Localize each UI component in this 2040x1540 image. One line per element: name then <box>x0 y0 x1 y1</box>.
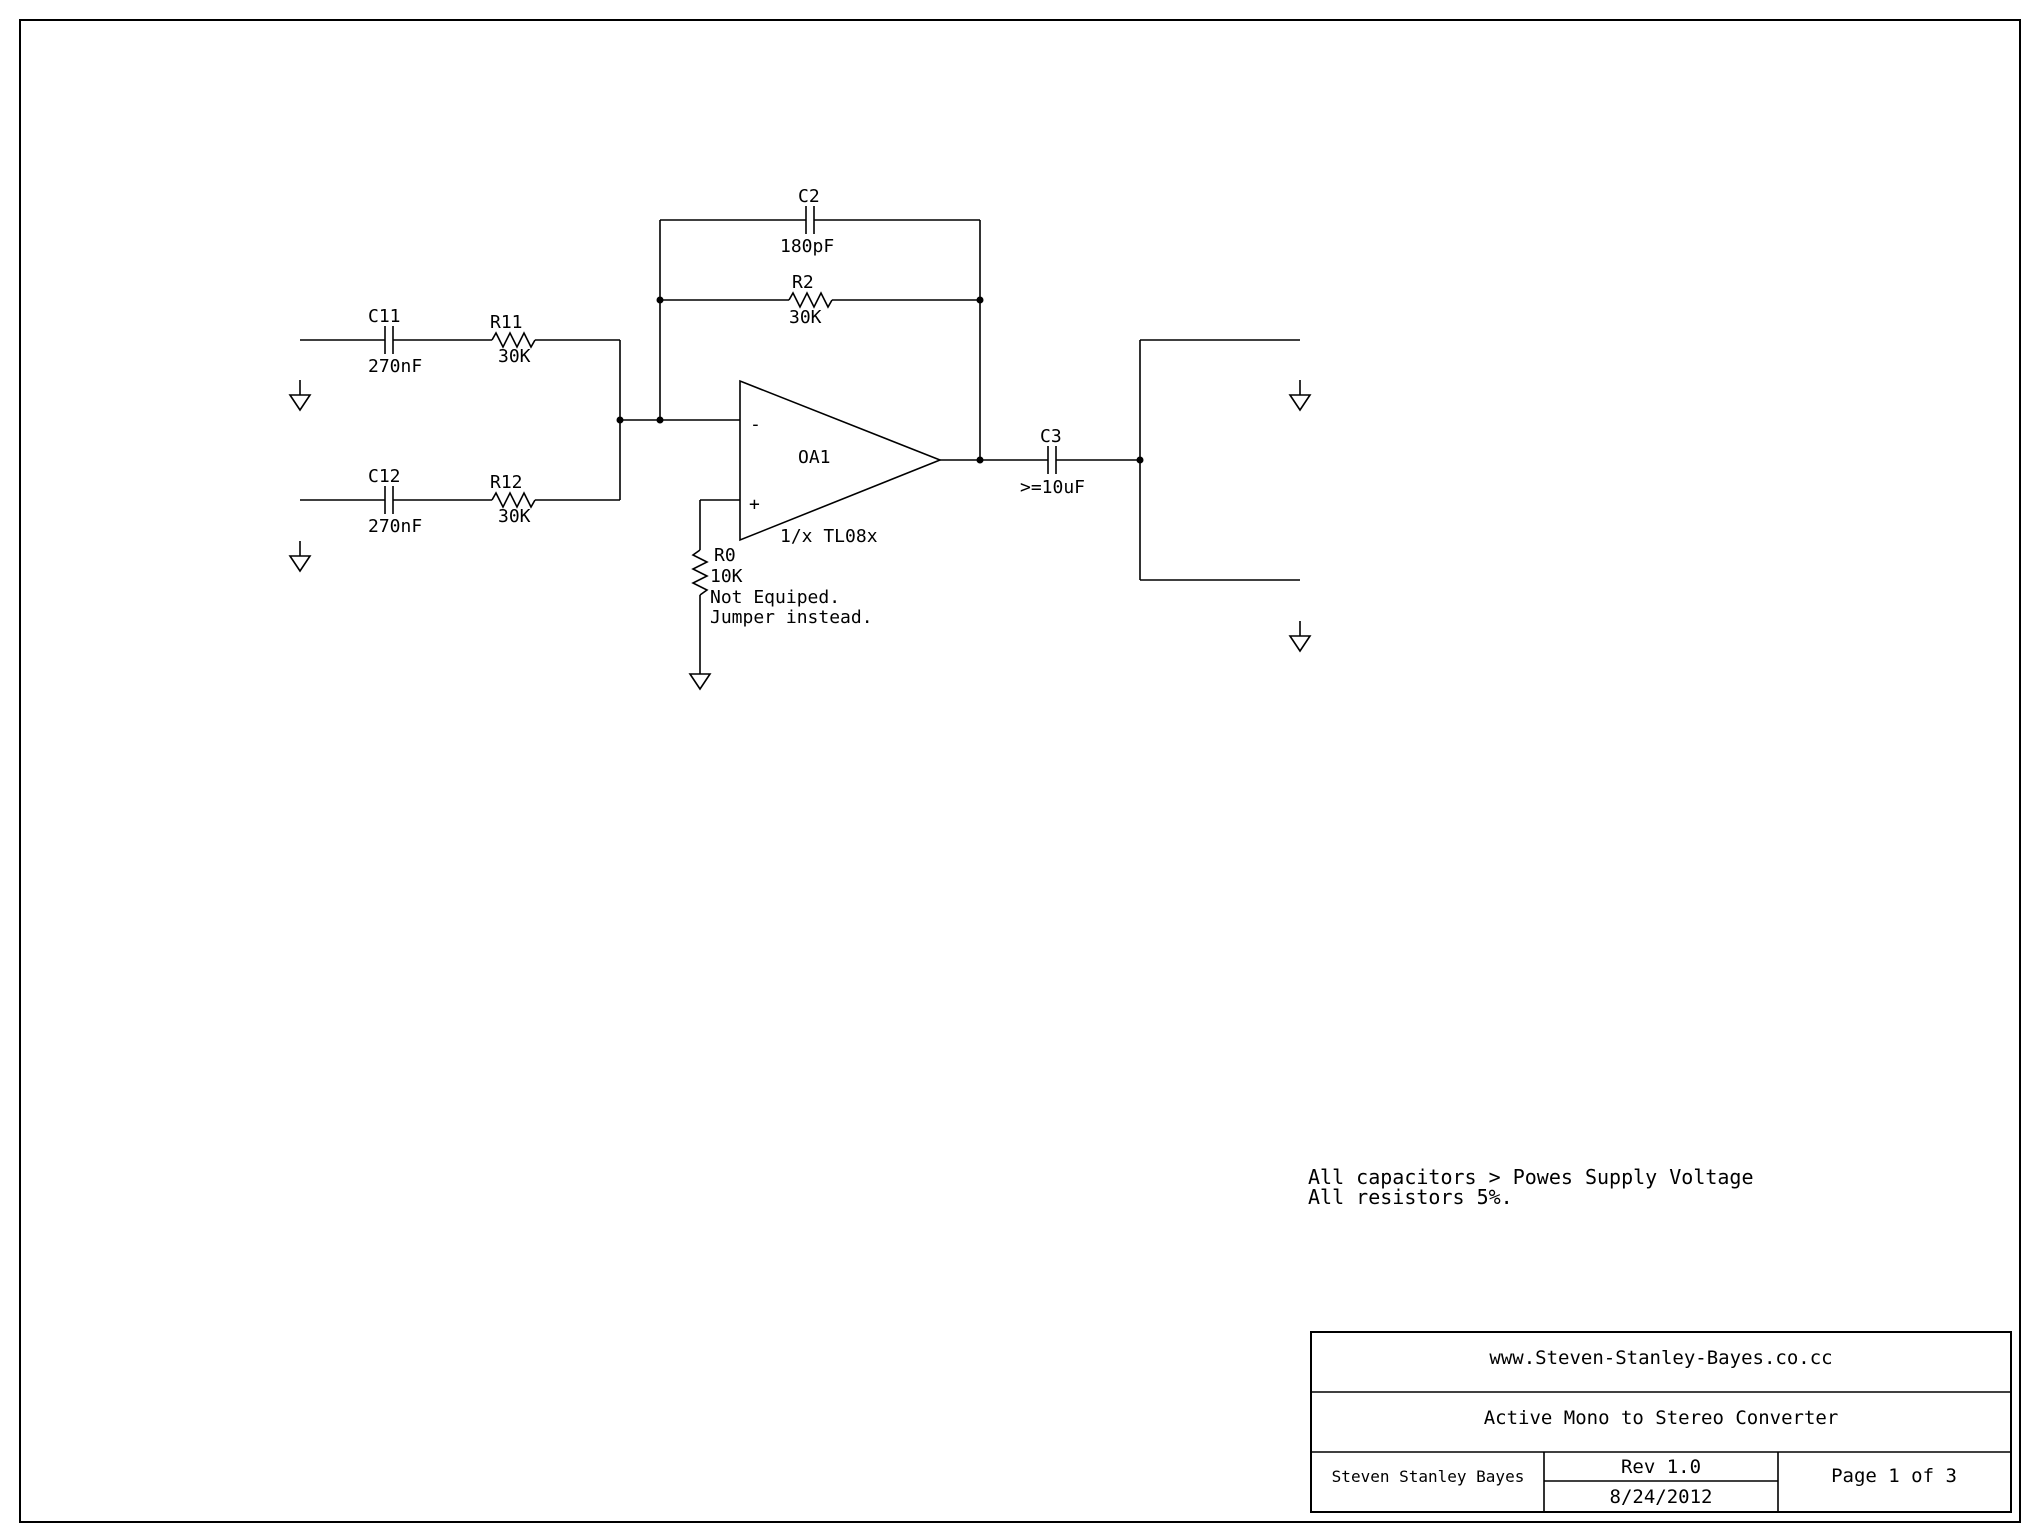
c3-ref: C3 <box>1040 426 1062 447</box>
ground-symbol-out1 <box>1288 380 1312 412</box>
oa1-value: 1/x TL08x <box>780 526 878 547</box>
output-stage: C3 >=10uF <box>940 339 1312 653</box>
resistor-r11 <box>491 331 536 349</box>
capacitor-c11 <box>384 326 394 354</box>
junction-dot <box>976 296 984 304</box>
junction-dot <box>656 296 664 304</box>
title-block: www.Steven-Stanley-Bayes.co.cc Active Mo… <box>1310 1331 2012 1513</box>
title-block-revision: Rev 1.0 <box>1621 1456 1701 1478</box>
note-resistors: All resistors 5%. <box>1308 1185 1513 1209</box>
capacitor-c12 <box>384 486 394 514</box>
title-block-title: Active Mono to Stereo Converter <box>1484 1407 1839 1429</box>
sheet-border <box>19 19 2021 1523</box>
ground-symbol-in1 <box>288 380 312 412</box>
noninverting-input-r0: R0 10K Not Equiped. Jumper instead. <box>688 499 873 691</box>
feedback-network: C2 180pF R2 30K <box>656 186 984 460</box>
r12-ref: R12 <box>490 472 523 493</box>
resistor-r12 <box>491 491 536 509</box>
title-block-date: 8/24/2012 <box>1610 1486 1713 1508</box>
c12-ref: C12 <box>368 466 401 487</box>
c11-value: 270nF <box>368 356 422 377</box>
r2-value: 30K <box>789 307 822 328</box>
r11-ref: R11 <box>490 312 523 333</box>
c3-value: >=10uF <box>1020 477 1085 498</box>
r2-ref: R2 <box>792 272 814 293</box>
c2-value: 180pF <box>780 236 834 257</box>
resistor-r0 <box>691 549 709 596</box>
input-channel-1: C11 270nF R11 30K <box>288 306 620 412</box>
oa1-ref: OA1 <box>798 447 831 468</box>
r0-ref: R0 <box>714 545 736 566</box>
resistor-r2 <box>788 291 833 309</box>
r11-value: 30K <box>498 346 531 367</box>
opamp-plus-label: + <box>749 494 760 515</box>
c2-ref: C2 <box>798 186 820 207</box>
title-block-page: Page 1 of 3 <box>1831 1465 1957 1487</box>
capacitor-c3 <box>1047 446 1057 474</box>
junction-dot <box>616 416 624 424</box>
opamp-minus-label: - <box>750 414 761 435</box>
ground-symbol-r0 <box>688 673 712 691</box>
ground-symbol-out2 <box>1288 621 1312 653</box>
r0-note-1: Not Equiped. <box>710 587 840 608</box>
title-block-website: www.Steven-Stanley-Bayes.co.cc <box>1489 1347 1832 1369</box>
r0-value: 10K <box>710 566 743 587</box>
opamp-oa1: - + OA1 1/x TL08x <box>739 379 943 547</box>
r12-value: 30K <box>498 506 531 527</box>
c11-ref: C11 <box>368 306 401 327</box>
capacitor-c2 <box>805 206 815 234</box>
note-capacitors: All capacitors > Powes Supply Voltage <box>1308 1165 1754 1189</box>
ground-symbol-in2 <box>288 541 312 573</box>
r0-note-2: Jumper instead. <box>710 607 873 628</box>
input-channel-2: C12 270nF R12 30K <box>288 466 620 573</box>
title-block-author: Steven Stanley Bayes <box>1332 1467 1525 1486</box>
junction-dot <box>976 456 984 464</box>
c12-value: 270nF <box>368 516 422 537</box>
